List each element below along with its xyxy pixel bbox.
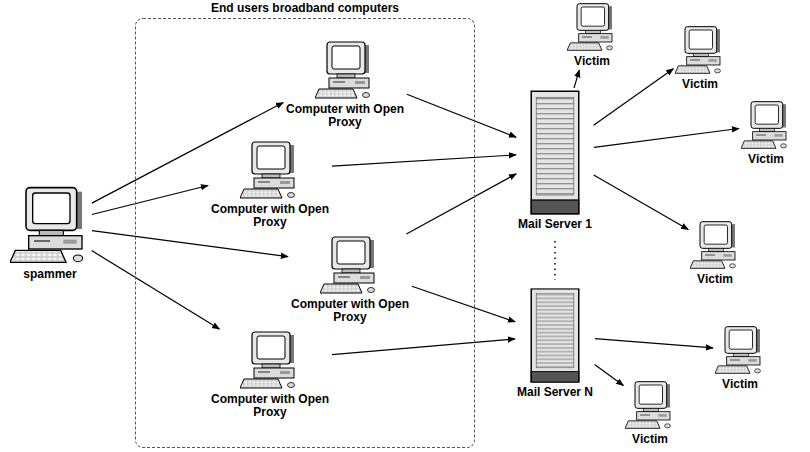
victim-computer: Victim: [690, 220, 740, 286]
arrow-connector: [595, 365, 624, 386]
computer-icon: [320, 235, 380, 295]
node-label: Computer with Open Proxy: [210, 393, 330, 419]
node-label: Computer with Open Proxy: [290, 298, 410, 324]
node-label: Computer with Open Proxy: [285, 103, 405, 129]
computer-icon: [690, 220, 740, 270]
arrow-connector: [412, 286, 515, 322]
node-label: Victim: [722, 378, 758, 391]
arrow-connector: [92, 231, 288, 257]
arrow-connector: [406, 174, 516, 234]
arrow-connector: [594, 129, 739, 148]
computer-icon: [567, 2, 617, 52]
arrow-connector: [574, 70, 579, 88]
node-label: Computer with Open Proxy: [210, 203, 330, 229]
arrow-connector: [92, 186, 208, 215]
node-label: Victim: [574, 55, 610, 68]
proxy-computer: Computer with Open Proxy: [210, 140, 330, 229]
arrow-connector: [595, 339, 713, 348]
computer-icon: [10, 185, 90, 265]
node-label: Victim: [682, 78, 718, 91]
server-icon: [530, 90, 580, 215]
proxy-computer: Computer with Open Proxy: [210, 330, 330, 419]
victim-computer: Victim: [675, 25, 725, 91]
computer-icon: [675, 25, 725, 75]
arrow-connector: [332, 155, 516, 166]
computer-icon: [741, 100, 791, 150]
arrow-connector: [407, 94, 516, 137]
node-label: Victim: [632, 433, 668, 446]
node-label: Mail Server 1: [518, 218, 592, 231]
server-icon: [530, 288, 580, 383]
victim-computer: Victim: [715, 325, 765, 391]
node-label: spammer: [23, 268, 76, 281]
mail-server: Mail Server N: [517, 288, 593, 399]
mail-server: Mail Server 1: [518, 90, 592, 231]
arrow-connector: [594, 69, 674, 125]
computer-icon: [240, 140, 300, 200]
computer-icon: [625, 380, 675, 430]
proxy-computer: Computer with Open Proxy: [285, 40, 405, 129]
computer-icon: [315, 40, 375, 100]
ellipsis-dots: [554, 241, 556, 280]
victim-computer: Victim: [625, 380, 675, 446]
arrow-connector: [92, 251, 220, 329]
region-border: [135, 18, 475, 448]
proxy-computer: Computer with Open Proxy: [290, 235, 410, 324]
computer-icon: [715, 325, 765, 375]
node-label: Victim: [748, 153, 784, 166]
dashed-region: End users broadband computersComputer wi…: [135, 2, 475, 448]
arrow-connector: [332, 339, 515, 355]
spammer-computer: spammer: [10, 185, 90, 281]
arrow-connector: [594, 175, 689, 230]
computer-icon: [240, 330, 300, 390]
victim-computer: Victim: [741, 100, 791, 166]
node-label: Victim: [697, 273, 733, 286]
region-heading: End users broadband computers: [135, 2, 475, 15]
victim-computer: Victim: [567, 2, 617, 68]
node-label: Mail Server N: [517, 386, 593, 399]
